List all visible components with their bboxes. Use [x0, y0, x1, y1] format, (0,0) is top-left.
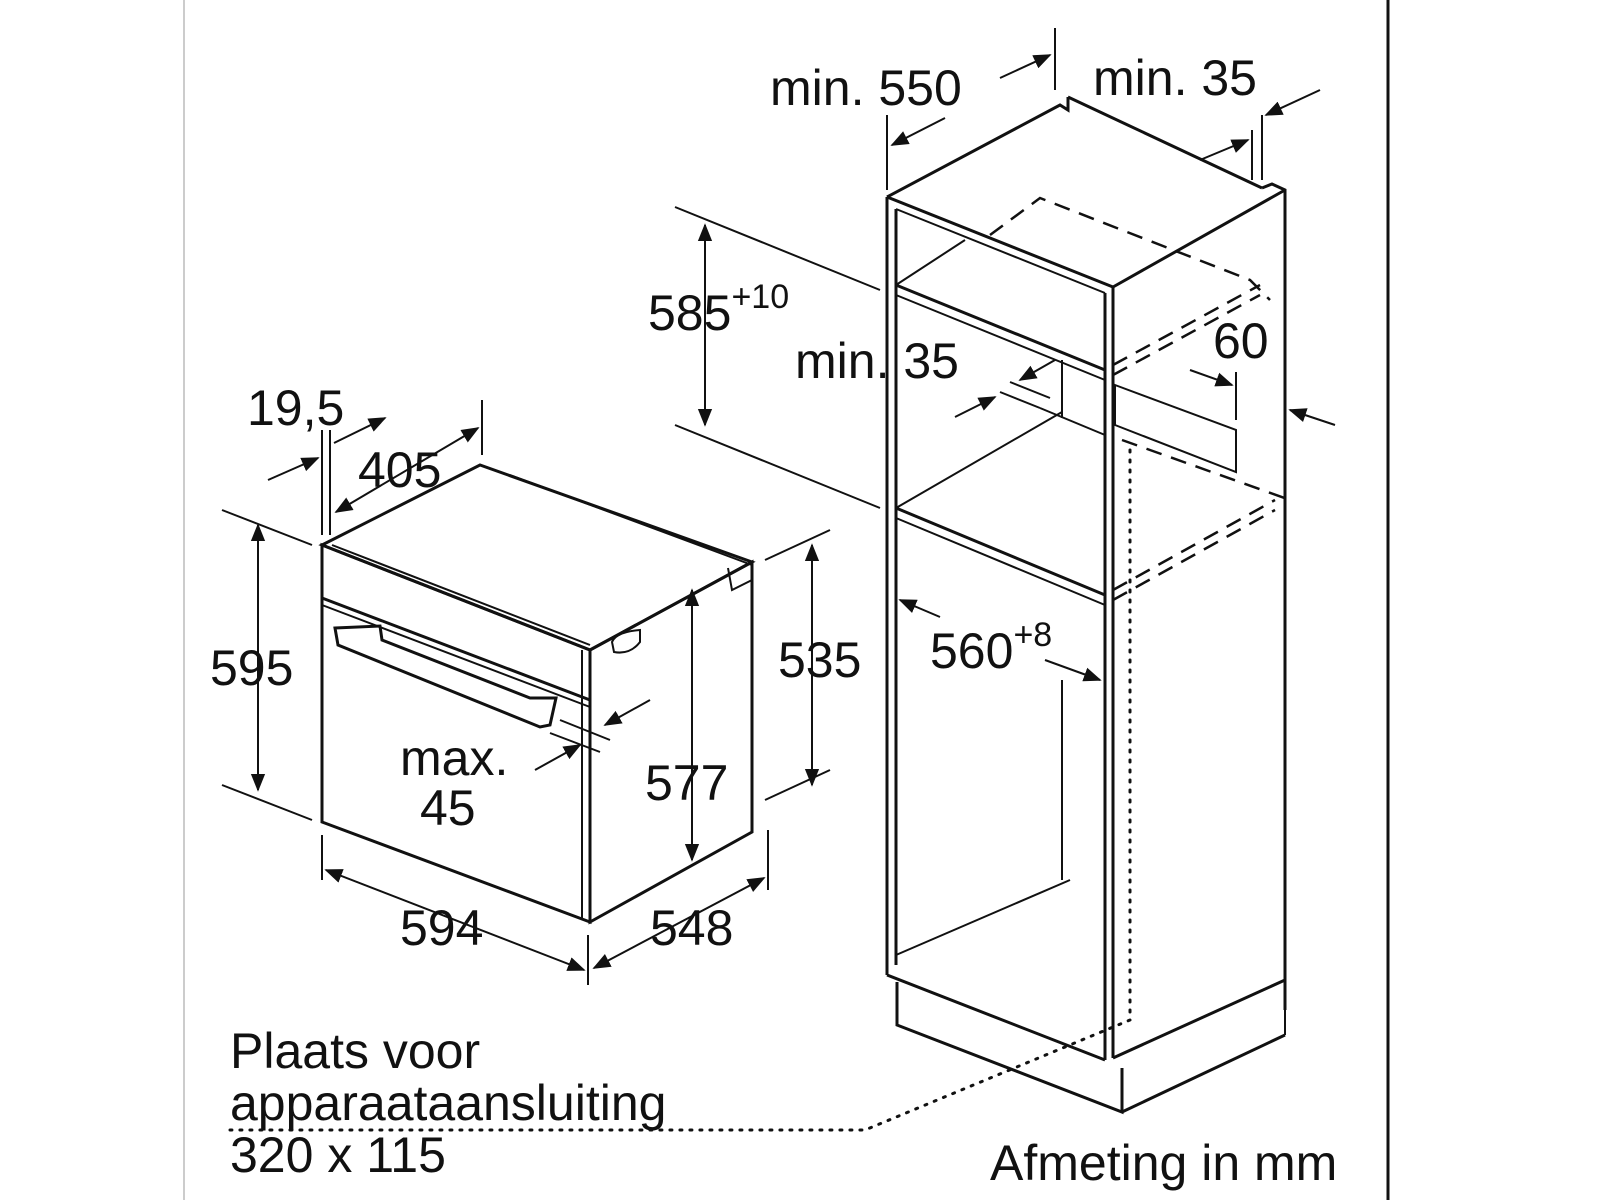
label-vent: 60	[1213, 313, 1269, 369]
label-niche-width: 560+8	[930, 616, 1052, 679]
vent-hatch	[1114, 383, 1237, 474]
cabinet-drawing	[228, 95, 1291, 1132]
label-oven-depth: 548	[650, 900, 733, 956]
label-niche-height: 585+10	[648, 278, 789, 341]
label-cabinet-back-gap: min. 35	[1093, 50, 1257, 106]
oven-handle	[333, 624, 558, 729]
label-connection-line1: Plaats voor	[230, 1023, 480, 1079]
label-connection-line3: 320 x 115	[230, 1127, 446, 1183]
oven-drawing	[318, 463, 756, 925]
oven-side	[588, 559, 754, 925]
control-panel-line	[321, 596, 591, 702]
side-recess	[610, 628, 641, 654]
label-oven-width: 594	[400, 900, 483, 956]
label-side-height: 535	[778, 632, 861, 688]
label-oven-top-depth: 405	[358, 442, 441, 498]
label-connection-line2: apparaataansluiting	[230, 1075, 666, 1131]
label-units: Afmeting in mm	[990, 1135, 1337, 1191]
label-shelf-gap: min. 35	[795, 333, 959, 389]
label-inner-height: 577	[645, 755, 728, 811]
label-panel-depth: 19,5	[247, 380, 344, 436]
cabinet-dimensions	[674, 28, 1336, 880]
label-cabinet-depth: min. 550	[770, 60, 962, 116]
label-handle-max-value: 45	[420, 780, 476, 836]
label-oven-height: 595	[210, 640, 293, 696]
oven-dimensions	[221, 400, 831, 985]
label-handle-max: max.	[400, 730, 508, 786]
